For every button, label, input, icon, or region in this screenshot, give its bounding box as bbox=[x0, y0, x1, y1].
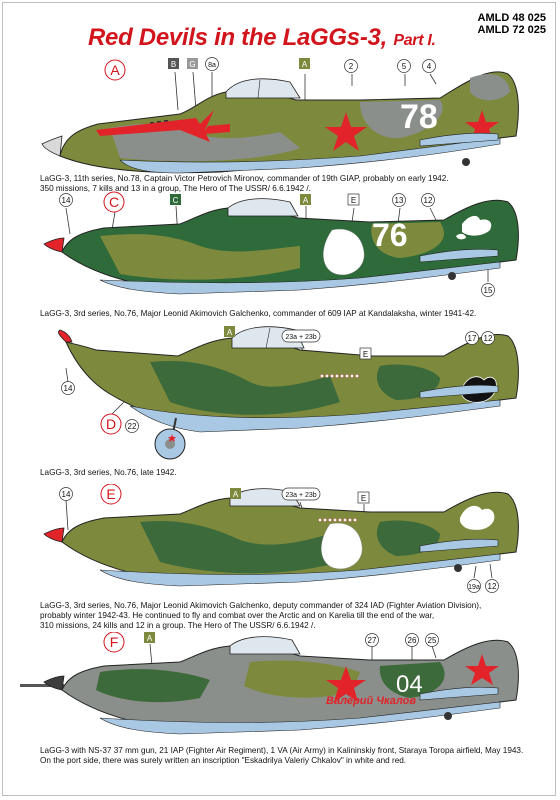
svg-text:C: C bbox=[109, 194, 119, 210]
tag-camo-c: C bbox=[173, 196, 179, 205]
caption-e: LaGG-3, 3rd series, No.76, Major Leonid … bbox=[40, 601, 482, 630]
aircraft-profile-a: 78 A B G 8a A 2 5 4 bbox=[41, 57, 519, 174]
tag-17: 17 bbox=[468, 334, 477, 343]
aircraft-profile-d: D A 23a + 23b E 17 12 14 22 bbox=[58, 326, 519, 460]
tag-23a-23b: 23a + 23b bbox=[285, 492, 316, 499]
tag-camo-e: E bbox=[363, 350, 368, 359]
caption-f: LaGG-3 with NS-37 37 mm gun, 21 IAP (Fig… bbox=[40, 746, 524, 765]
tag-4: 4 bbox=[427, 62, 432, 71]
svg-text:E: E bbox=[106, 486, 115, 502]
fuselage-inscription: Валерий Чкалов bbox=[326, 695, 416, 707]
tag-14: 14 bbox=[64, 384, 73, 393]
page-title: Red Devils in the LaGGs-3, Part I. bbox=[88, 24, 436, 51]
caption-c: LaGG-3, 3rd series, No.76, Major Leonid … bbox=[40, 309, 477, 318]
tag-23a-23b: 23a + 23b bbox=[285, 334, 316, 341]
tag-25: 25 bbox=[428, 636, 437, 645]
tag-b: B bbox=[171, 60, 176, 69]
tag-2: 2 bbox=[349, 62, 354, 71]
caption-d: LaGG-3, 3rd series, No.76, late 1942. bbox=[40, 468, 177, 477]
code-1-48: AMLD 48 025 bbox=[477, 12, 546, 24]
tag-camo-a: A bbox=[302, 60, 308, 69]
tag-26: 26 bbox=[408, 636, 417, 645]
tag-5: 5 bbox=[402, 62, 407, 71]
tag-camo-e: E bbox=[361, 494, 366, 503]
tag-12: 12 bbox=[484, 334, 493, 343]
tag-13: 13 bbox=[395, 196, 404, 205]
tag-12: 12 bbox=[488, 582, 497, 591]
tag-camo-a: A bbox=[303, 196, 309, 205]
tail-number-f: 04 bbox=[396, 671, 423, 698]
svg-text:D: D bbox=[106, 416, 116, 432]
caption-a: LaGG-3, 11th series, No.78, Captain Vict… bbox=[40, 174, 449, 193]
tag-camo-e: E bbox=[351, 196, 356, 205]
aircraft-profile-c: 76 C 14 C A E 13 12 15 bbox=[43, 191, 519, 297]
tag-letter-c: C bbox=[103, 191, 125, 213]
tag-22: 22 bbox=[128, 422, 137, 431]
tag-14: 14 bbox=[62, 490, 71, 499]
tag-12: 12 bbox=[424, 196, 433, 205]
tag-letter-f: F bbox=[103, 632, 125, 653]
tail-number-c: 76 bbox=[372, 217, 408, 253]
tag-8a: 8a bbox=[208, 62, 216, 69]
product-codes: AMLD 48 025 AMLD 72 025 bbox=[478, 12, 546, 36]
tag-27: 27 bbox=[368, 636, 377, 645]
tag-15: 15 bbox=[484, 286, 493, 295]
tail-number-a: 78 bbox=[400, 98, 438, 136]
tag-19a: 19a bbox=[468, 584, 480, 591]
aircraft-profile-f: Валерий Чкалов 04 F A 27 26 25 bbox=[20, 632, 519, 735]
tag-letter-e: E bbox=[100, 484, 122, 505]
tag-14: 14 bbox=[62, 196, 71, 205]
tag-camo-a: A bbox=[147, 634, 153, 643]
tag-letter-d: D bbox=[100, 413, 122, 435]
svg-text:F: F bbox=[110, 634, 119, 650]
aircraft-profile-e: E 14 A 23a + 23b E 19a 12 bbox=[43, 484, 519, 593]
tag-camo-a: A bbox=[233, 490, 239, 499]
tag-g: G bbox=[189, 60, 195, 69]
tag-letter-a: A bbox=[104, 59, 126, 81]
tag-camo-a: A bbox=[227, 328, 233, 337]
code-1-72: AMLD 72 025 bbox=[477, 24, 546, 36]
svg-text:A: A bbox=[110, 62, 120, 78]
